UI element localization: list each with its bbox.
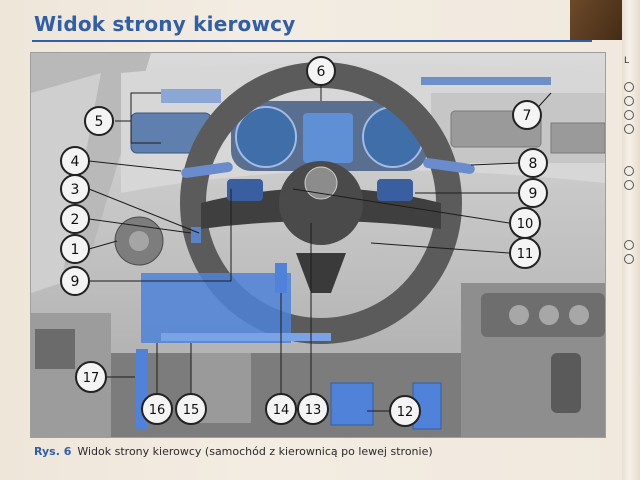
figure-number: Rys. 6 (34, 445, 72, 458)
callout-label: 1 (71, 242, 80, 258)
defrost-vent (421, 77, 551, 85)
callout-label: 6 (317, 64, 326, 80)
side-vent (161, 89, 221, 103)
callout-8: 8 (518, 148, 548, 178)
lower-spoke (296, 253, 346, 293)
callout-label: 17 (83, 371, 100, 386)
cluster-display (303, 113, 353, 163)
callout-9-left: 9 (60, 266, 90, 296)
callout-5: 5 (84, 106, 114, 136)
callout-12: 12 (389, 395, 421, 427)
climate-knob-center (539, 305, 559, 325)
callout-11: 11 (509, 237, 541, 269)
callout-label: 8 (529, 156, 538, 172)
leader-11 (370, 242, 510, 254)
callout-6: 6 (306, 56, 336, 86)
callout-label: 13 (305, 403, 322, 418)
brake-pedal (330, 382, 374, 426)
climate-knob-left (509, 305, 529, 325)
margin-bullet (624, 96, 634, 106)
callout-7: 7 (512, 100, 542, 130)
callout-label: 7 (523, 108, 532, 124)
callout-label: 14 (273, 403, 290, 418)
margin-bullet (624, 166, 634, 176)
callout-label: 9 (71, 274, 80, 290)
callout-17: 17 (75, 361, 107, 393)
callout-2: 2 (60, 204, 90, 234)
climate-knob-right (569, 305, 589, 325)
leader-4 (88, 160, 182, 172)
vw-logo-icon (304, 166, 338, 200)
storage-compartment (141, 273, 291, 343)
leader-3 (88, 188, 200, 234)
margin-letter: L (624, 56, 630, 66)
right-wheel-buttons (377, 179, 413, 201)
gear-lever (551, 353, 581, 413)
leader-8 (470, 162, 520, 166)
callout-label: 11 (517, 247, 534, 262)
headlight-range (191, 227, 201, 243)
bonnet-release (161, 333, 331, 341)
left-stalk (181, 162, 233, 178)
callout-16: 16 (141, 393, 173, 425)
left-wheel-buttons (227, 179, 263, 201)
callout-label: 15 (183, 403, 200, 418)
light-switch-knob (129, 231, 149, 251)
margin-bullet (624, 240, 634, 250)
leader-9l (89, 189, 232, 282)
callout-4: 4 (60, 146, 90, 176)
margin-bullet (624, 82, 634, 92)
callout-label: 2 (71, 212, 80, 228)
callout-label: 3 (71, 182, 80, 198)
right-stalk (423, 158, 475, 174)
heading-rule (32, 40, 592, 42)
callout-9-right: 9 (518, 178, 548, 208)
callout-label: 10 (517, 217, 534, 232)
margin-index: L (622, 56, 636, 266)
callout-label: 4 (71, 154, 80, 170)
margin-bullet (624, 110, 634, 120)
callout-1: 1 (60, 234, 90, 264)
figure-caption: Rys. 6 Widok strony kierowcy (samochód z … (34, 445, 433, 458)
callout-15: 15 (175, 393, 207, 425)
leader-5b (130, 121, 161, 144)
window-switches (35, 329, 75, 369)
callout-label: 12 (397, 405, 414, 420)
margin-bullet (624, 180, 634, 190)
callout-3: 3 (60, 174, 90, 204)
margin-bullet (624, 124, 634, 134)
page-heading: Widok strony kierowcy (34, 12, 296, 36)
callout-14: 14 (265, 393, 297, 425)
leader-lines (88, 85, 552, 412)
tachometer (235, 106, 297, 168)
callout-13: 13 (297, 393, 329, 425)
leader-10 (292, 188, 510, 224)
airbag-hub (279, 161, 363, 245)
leader-2 (88, 218, 192, 234)
callout-label: 9 (529, 186, 538, 202)
cockpit-drawing: 5 6 7 4 8 3 9 2 10 1 11 9 17 16 15 14 13… (31, 53, 605, 437)
center-vent-right (550, 122, 605, 154)
callout-label: 5 (95, 114, 104, 130)
leader-1 (88, 240, 118, 250)
cockpit-illustration: 5 6 7 4 8 3 9 2 10 1 11 9 17 16 15 14 13… (30, 52, 606, 438)
leader-5 (115, 92, 161, 122)
callout-10: 10 (509, 207, 541, 239)
margin-bullet (624, 254, 634, 264)
callout-label: 16 (149, 403, 166, 418)
steering-adjust-lever (275, 263, 287, 293)
caption-text: Widok strony kierowcy (samochód z kierow… (77, 445, 433, 458)
